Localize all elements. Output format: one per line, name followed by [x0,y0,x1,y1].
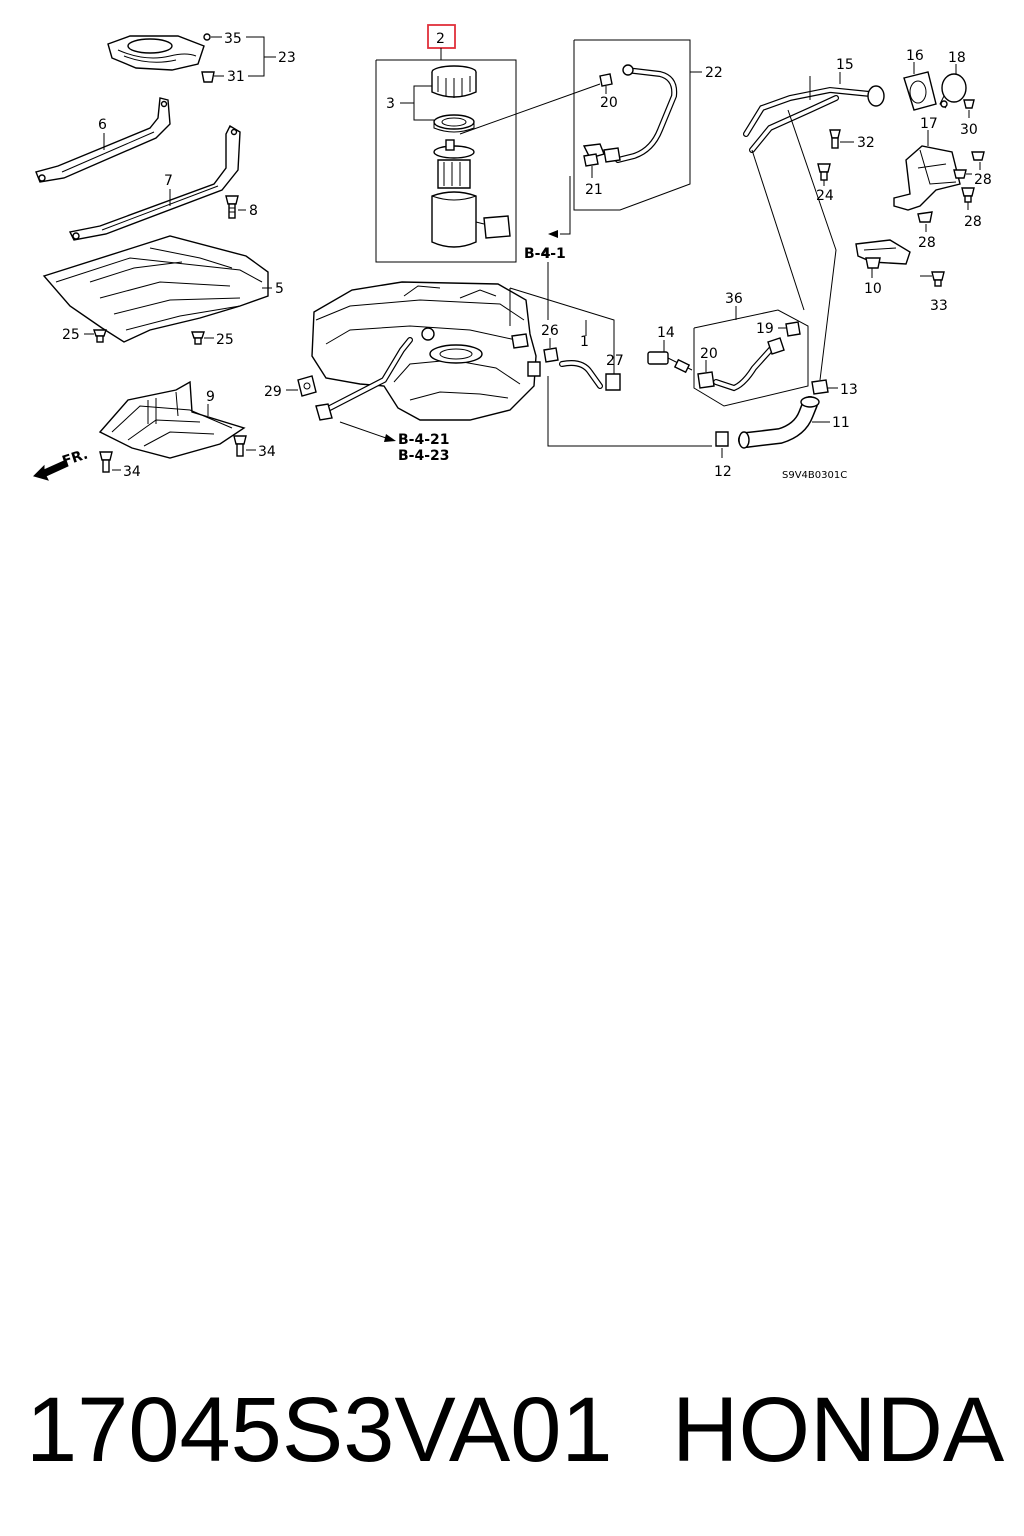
ref-b-4-23: B-4-23 [398,448,450,464]
callout-31: 31 [227,69,245,85]
callout-26: 26 [541,323,559,339]
callout-25-left: 25 [62,327,80,343]
callout-1: 1 [580,334,589,350]
part-7-tank-strap [68,125,241,241]
part-25-clip-left [93,329,107,343]
part-28-bolt-c [953,169,967,179]
part-2-fuel-pump-module [431,139,511,248]
part-36-vent-hose [697,337,785,392]
part-1-fill-hose [559,360,603,389]
part-13-clip [811,379,829,395]
tank-vent-port [527,361,541,377]
callout-23: 23 [278,50,296,66]
part-number: 17045S3VA01 [26,1379,613,1481]
callout-36: 36 [725,291,743,307]
part-33-bolt [931,271,945,287]
part-1-fuel-tank [311,281,537,421]
part-34-bolt-left [99,451,113,473]
callout-8: 8 [249,203,258,219]
part-28-bolt-b [961,187,975,203]
part-3-lock-ring [431,65,477,133]
callout-20-bottom: 20 [700,346,718,362]
callout-7: 7 [164,173,173,189]
callout-11: 11 [832,415,850,431]
part-32-bolt [829,129,841,149]
callout-19: 19 [756,321,774,337]
part-8-bolt [225,195,239,219]
part-11-filler-hose [738,396,820,449]
callout-4: 4 [542,246,551,262]
callout-27: 27 [606,353,624,369]
callout-15: 15 [836,57,854,73]
part-25-clip-right [191,331,205,345]
parts-diagram: 35 31 23 6 7 8 5 [0,0,1024,500]
part-16-filler-base [903,71,937,111]
part-28-bolt-d [917,211,933,223]
callout-20-top: 20 [600,95,618,111]
callout-28-b: 28 [964,214,982,230]
callout-18: 18 [948,50,966,66]
callout-25-right: 25 [216,332,234,348]
part-24-bolt [817,163,831,181]
callout-34-right: 34 [258,444,276,460]
part-27-clamp [605,373,621,391]
tank-outlet-pipe [315,337,413,421]
callout-24: 24 [816,188,834,204]
part-18-fuel-cap [939,73,967,109]
part-15-filler-pipe [743,76,885,153]
part-5-heat-shield [42,235,269,343]
part-34-bolt-right [233,435,247,457]
front-label: FR. [60,447,90,470]
front-arrow-indicator: FR. [33,447,90,481]
callout-29: 29 [264,384,282,400]
part-10-filler-holder [855,239,911,269]
part-30-clip [963,99,975,109]
part-9-lower-shield [98,380,246,459]
callout-14: 14 [657,325,675,341]
callout-10: 10 [864,281,882,297]
part-12-clamp [715,431,729,447]
callout-2: 2 [436,31,445,47]
part-20-clip-top [599,73,613,87]
ref-b-4-21: B-4-21 [398,432,450,448]
part-23-cover [107,33,215,83]
part-21-clip [583,153,599,167]
diagram-code: S9V4B0301C [782,470,847,481]
part-19-clip [785,321,801,337]
part-26-clip [543,347,559,363]
callout-30: 30 [960,122,978,138]
callout-12: 12 [714,464,732,480]
callout-9: 9 [206,389,215,405]
part-28-bolt-a [971,151,985,161]
callout-33: 33 [930,298,948,314]
callout-16: 16 [906,48,924,64]
callout-35: 35 [224,31,242,47]
part-6-tank-strap [35,97,171,183]
callout-17: 17 [920,116,938,132]
callout-28-a: 28 [974,172,992,188]
callout-21: 21 [585,182,603,198]
caption-bar: 17045S3VA01 HONDA [0,1365,1024,1495]
callout-28-d: 28 [918,235,936,251]
callout-5: 5 [275,281,284,297]
callout-13: 13 [840,382,858,398]
part-29-clip [297,375,317,397]
callout-6: 6 [98,117,107,133]
ref-b-4-1: B-4-1 [524,246,566,262]
part-17-filler-bracket [893,145,961,211]
part-14-filter [647,351,693,374]
callout-34-left: 34 [123,464,141,480]
callout-32: 32 [857,135,875,151]
brand-name: HONDA [672,1379,1005,1481]
callout-22: 22 [705,65,723,81]
part-22-fuel-feed-line [582,64,678,163]
callout-3: 3 [386,96,395,112]
